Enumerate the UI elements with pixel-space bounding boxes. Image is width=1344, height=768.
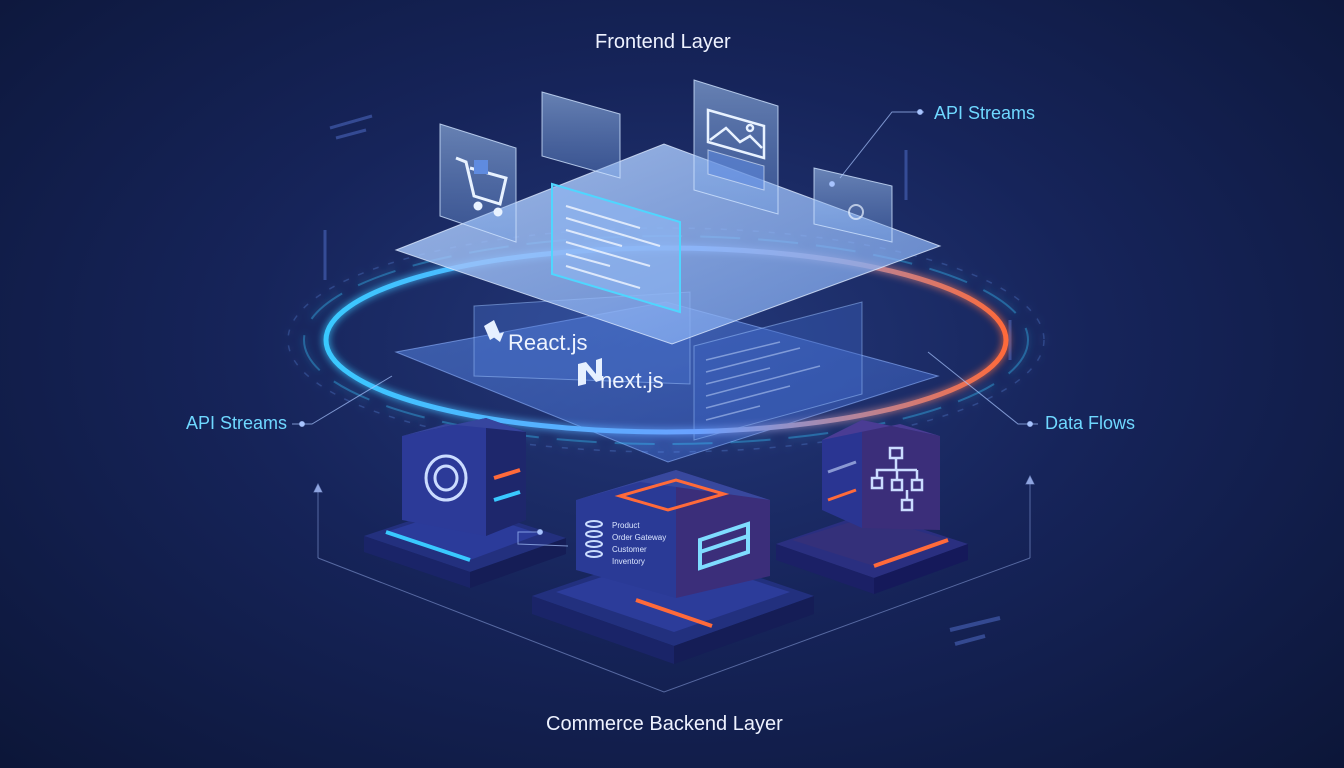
card-icon	[698, 521, 750, 571]
center-server: Product Order Gateway Customer Inventory	[532, 470, 814, 664]
backend-list-item-1: Order Gateway	[612, 533, 666, 542]
blank-card	[541, 91, 621, 179]
code-card	[551, 182, 681, 314]
api-streams-right-label: API Streams	[934, 103, 1036, 123]
next-logo-text: next.js	[600, 368, 664, 393]
connectors	[292, 109, 1038, 547]
left-server	[364, 418, 566, 588]
framework-plane	[394, 291, 940, 463]
data-flows-label: Data Flows	[1045, 413, 1136, 433]
api-streams-left-label: API Streams	[186, 413, 288, 433]
backend-list-item-0: Product	[612, 521, 640, 530]
next-logo: next.js	[578, 358, 664, 393]
cart-icon	[455, 156, 508, 217]
database-icon	[585, 520, 603, 558]
backend-layer-label: Commerce Backend Layer	[546, 713, 783, 735]
image-card	[693, 79, 779, 215]
frontend-layer-label: Frontend Layer	[595, 31, 731, 53]
react-logo: React.js	[484, 320, 587, 355]
decor-lines	[323, 114, 1012, 646]
network-icon	[870, 446, 924, 512]
react-logo-text: React.js	[508, 330, 587, 355]
image-icon	[706, 108, 766, 160]
backend-list-item-2: Customer	[612, 545, 647, 554]
right-server	[776, 420, 968, 594]
cart-card	[439, 123, 517, 243]
target-icon	[424, 454, 468, 502]
base-outline	[313, 474, 1035, 693]
backend-list-item-3: Inventory	[612, 557, 645, 566]
